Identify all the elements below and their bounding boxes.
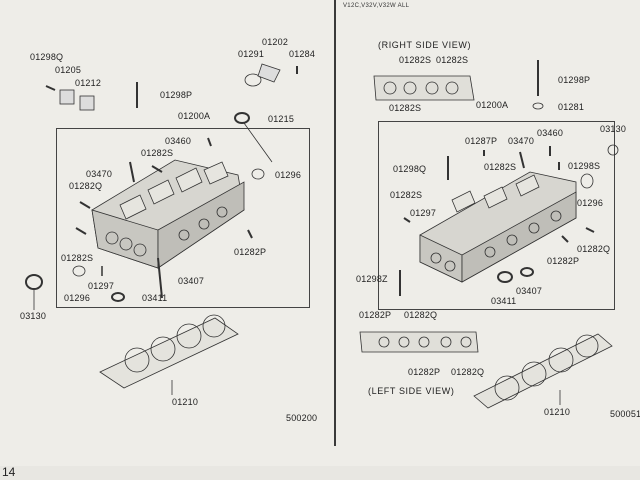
part-label: 03411 [491, 296, 517, 306]
diagram-code: 500200 [286, 413, 318, 423]
page-footer [0, 466, 640, 480]
part-label: 03460 [537, 128, 564, 138]
part-label: 01282P [234, 247, 267, 257]
part-label: 03470 [86, 169, 113, 179]
part-label: 01287P [465, 136, 498, 146]
part-label: 01298P [160, 90, 193, 100]
part-label: 03470 [508, 136, 535, 146]
part-label: 01282Q [69, 181, 103, 191]
part-label: 01296 [275, 170, 302, 180]
left-side-view-title: (LEFT SIDE VIEW) [368, 386, 455, 396]
right-head-gasket [473, 333, 613, 409]
part-label: 01281 [558, 102, 585, 112]
part-label: 01282S [389, 103, 422, 113]
part-label: 01210 [544, 407, 571, 417]
part-label: 01296 [64, 293, 91, 303]
part-label: 03130 [20, 311, 47, 321]
left-cylinder-head-frame [56, 128, 310, 308]
right-page-header: V12C,V32V,V32W ALL [343, 3, 410, 9]
part-label: 01282Q [577, 244, 611, 254]
part-label: 01282S [399, 55, 432, 65]
left-side-view-strip [359, 331, 479, 353]
part-label: 01282P [359, 310, 392, 320]
part-label: 01200A [476, 100, 509, 110]
part-label: 01202 [262, 37, 289, 47]
right-side-view-strip [373, 75, 475, 101]
part-label: 01282P [547, 256, 580, 266]
part-label: 03407 [516, 286, 543, 296]
page-number: 14 [2, 465, 16, 479]
left-cylinder-head [91, 159, 245, 299]
part-label: 01282S [436, 55, 469, 65]
part-label: 03407 [178, 276, 205, 286]
part-label: 01284 [289, 49, 316, 59]
part-label: 01298Q [393, 164, 427, 174]
part-label: 01297 [410, 208, 437, 218]
diagram-code: 500051 [610, 409, 640, 419]
page-divider [334, 0, 336, 446]
part-label: 03460 [165, 136, 192, 146]
part-label: 01282S [141, 148, 174, 158]
part-label: 01282S [390, 190, 423, 200]
part-label: 01298P [558, 75, 591, 85]
part-label: 01282Q [451, 367, 485, 377]
part-label: 01282P [408, 367, 441, 377]
part-label: 01282S [484, 162, 517, 172]
part-label: 01282S [61, 253, 94, 263]
part-label: 01298Q [30, 52, 64, 62]
part-label: 01296 [577, 198, 604, 208]
part-label: 01210 [172, 397, 199, 407]
right-cylinder-head [419, 171, 577, 283]
part-label: 01297 [88, 281, 115, 291]
part-label: 01298S [568, 161, 601, 171]
part-label: 01212 [75, 78, 102, 88]
part-label: 01291 [238, 49, 265, 59]
left-head-gasket [99, 314, 239, 389]
part-label: 01298Z [356, 274, 388, 284]
part-label: 01215 [268, 114, 295, 124]
part-label: 03411 [142, 293, 168, 303]
part-label: 03130 [600, 124, 627, 134]
part-label: 01282Q [404, 310, 438, 320]
part-label: 01205 [55, 65, 82, 75]
part-label: 01200A [178, 111, 211, 121]
right-cylinder-head-frame [378, 121, 615, 310]
right-side-view-title: (RIGHT SIDE VIEW) [378, 40, 472, 50]
